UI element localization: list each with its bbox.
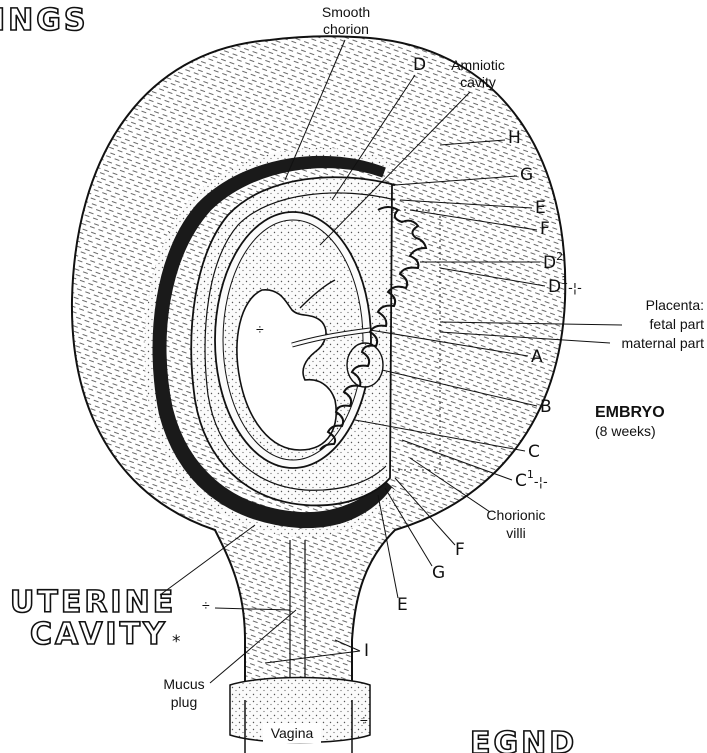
dagger-mark-cervix: ÷ [202, 597, 210, 613]
placenta-label-line2: fetal part [650, 316, 705, 332]
letter-e-top: E [535, 198, 546, 218]
chorionic-villi-label-line2: villi [506, 525, 525, 541]
embryo-subtitle: (8 weeks) [595, 423, 656, 439]
letter-a: A [531, 347, 543, 367]
mucus-plug-label-line1: Mucus [163, 676, 204, 692]
placenta-label-line3: maternal part [622, 335, 705, 351]
chorionic-villi-label-line1: Chorionic [486, 507, 545, 523]
letter-e-bottom: E [397, 595, 408, 615]
letter-f-bottom: F [455, 540, 465, 560]
vagina-label: Vagina [271, 725, 314, 741]
bottom-fragment: EGND [470, 726, 577, 753]
letter-g-top: G [520, 165, 533, 185]
letter-b: B [540, 397, 552, 417]
letter-c1: C1-¦- [515, 468, 548, 491]
amniotic-label-line1: Amniotic [451, 57, 505, 73]
letter-f-top: F [540, 219, 550, 239]
smooth-chorion-label-line1: Smooth [322, 4, 370, 20]
placenta-label-line1: Placenta: [646, 297, 704, 313]
smooth-chorion-label-line2: chorion [323, 21, 369, 37]
letter-h: H [508, 128, 521, 148]
embryo-title: EMBRYO [595, 404, 665, 421]
amniotic-label-line2: cavity [460, 74, 496, 90]
dagger-mark-vagina: ÷ [360, 712, 368, 728]
letter-i: I [364, 641, 369, 661]
dagger-mark-embryo: ÷ [256, 321, 264, 337]
mucus-plug-label-line2: plug [171, 694, 197, 710]
uterine-cavity-asterisk: * [172, 632, 181, 652]
uterine-cavity-label-line2: CAVITY [30, 617, 168, 652]
header-fragment: INGS [0, 3, 89, 38]
uterine-cavity-label-line1: UTERINE [10, 585, 176, 620]
letter-d-top: D [413, 55, 426, 75]
letter-g-bottom: G [432, 563, 445, 583]
letter-c: C [528, 442, 540, 462]
